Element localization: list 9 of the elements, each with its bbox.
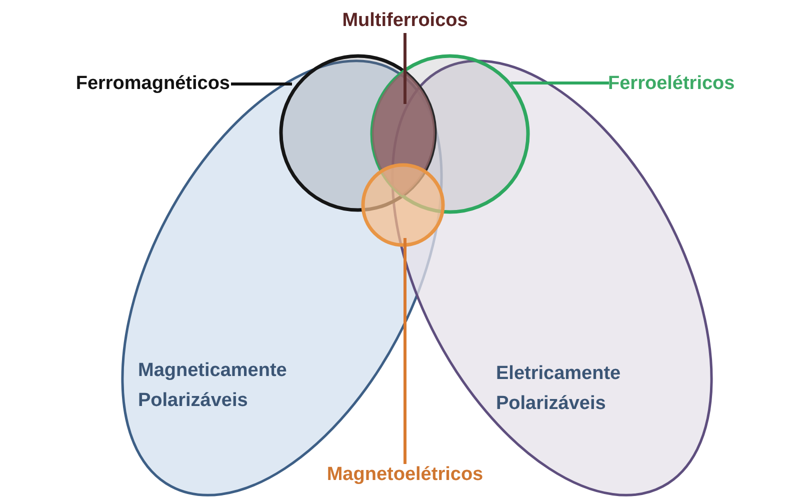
set-label: Magneticamente Polarizáveis xyxy=(138,359,288,413)
leader-line xyxy=(404,238,406,464)
leader-line xyxy=(511,82,609,84)
callout-label: Ferromagnéticos xyxy=(70,71,230,97)
leader-line xyxy=(231,82,292,86)
callout-label: Ferroelétricos xyxy=(608,71,736,97)
callout-label: Multiferroicos xyxy=(338,8,472,34)
callout-label: Magnetoelétricos xyxy=(322,462,488,488)
set-label: Eletricamente Polarizáveis xyxy=(496,362,622,416)
